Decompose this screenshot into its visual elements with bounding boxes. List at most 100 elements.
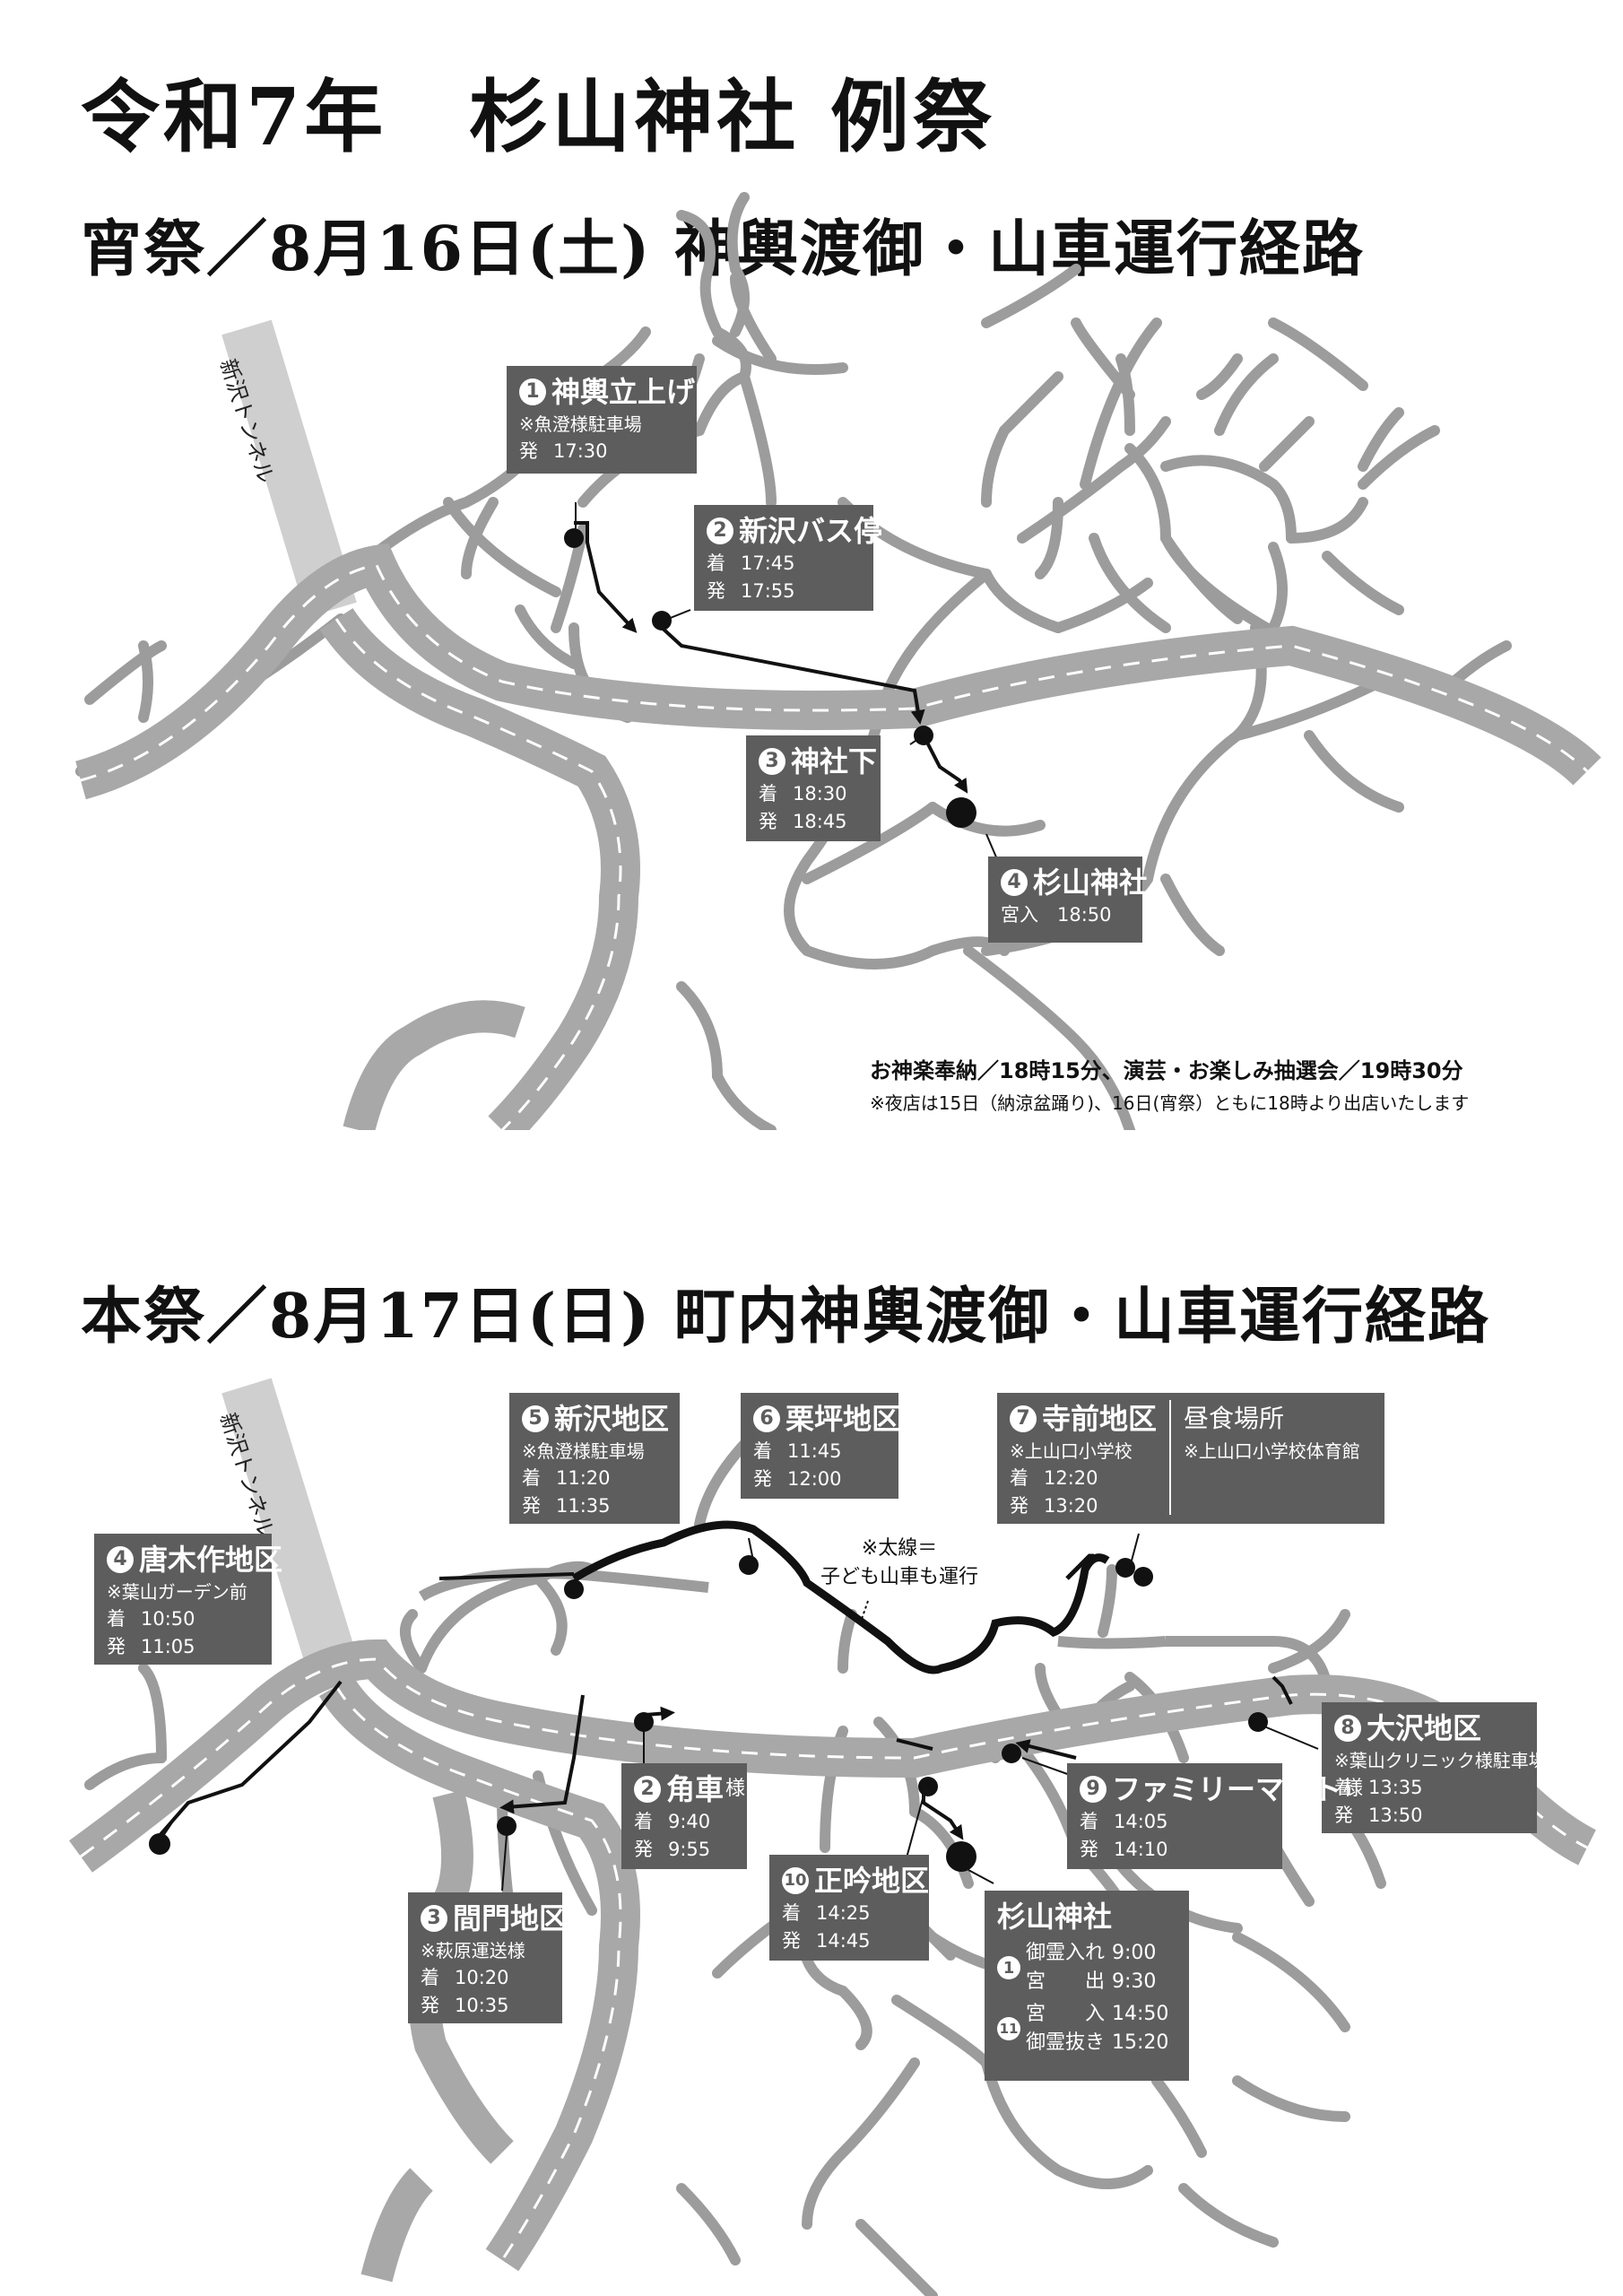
stop-6-marker [739,1555,759,1575]
shrine-name: 杉山神社 [997,1900,1113,1934]
stop-name: 神社下 [791,744,878,778]
number-badge: 9 [1080,1776,1107,1803]
stop-name: 大沢地区 [1367,1711,1482,1745]
stop-2-marker [634,1712,654,1732]
time-value: 10:50 [141,1608,195,1630]
time-label: 御霊入れ [1026,1942,1106,1964]
time-value: 14:05 [1114,1811,1168,1832]
stop-name: 新沢地区 [554,1402,670,1436]
stop-7-marker-b [1133,1567,1153,1587]
stop-name: 唐木作地区 [139,1543,283,1577]
stop-7-marker-a [1115,1558,1135,1578]
eve-footer-schedule: お神楽奉納／18時15分、演芸・お楽しみ抽選会／19時30分 [870,1058,1463,1083]
number-badge: 4 [107,1546,134,1573]
time-label: 着 [522,1467,541,1489]
eve-footer-note: ※夜店は15日（納涼盆踊り)、16日(宵祭）ともに18時より出店いたします [870,1092,1470,1114]
honorific: 様 [725,1778,746,1800]
stop-10-marker [918,1777,938,1796]
time-value: 12:20 [1044,1467,1098,1489]
time-label: 宮 出 [1026,1970,1106,1993]
time-value: 9:55 [668,1839,711,1860]
main-leaders [161,1533,1319,1892]
stop-name: 角車 [666,1772,725,1806]
time-label: 着 [1080,1811,1098,1832]
stop-8-marker [1248,1712,1268,1732]
time-label: 着 [421,1967,439,1988]
number-badge: 8 [1334,1715,1361,1742]
stop-note: ※葉山ガーデン前 [107,1581,247,1603]
stop-5-marker [564,1579,584,1599]
number-badge: 10 [782,1867,809,1894]
stop-note: ※魚澄様駐車場 [519,413,642,435]
number-badge: 1 [519,378,546,405]
main-stop-markers [149,1555,1268,1872]
stop-note: ※上山口小学校 [1010,1440,1133,1462]
time-label: 着 [107,1608,126,1630]
eve-stop-markers [564,528,976,828]
time-value: 11:45 [787,1440,842,1462]
lunch-title: 昼食場所 [1184,1404,1285,1433]
stop-note: ※葉山クリニック様駐車場 [1334,1750,1547,1771]
number-badge: 2 [634,1776,661,1803]
time-value: 13:35 [1368,1777,1423,1798]
number-badge: 5 [522,1405,549,1432]
time-value: 11:05 [141,1636,195,1657]
stop-9-marker [1002,1744,1021,1763]
number-badge: 11 [997,2017,1020,2040]
time-value: 15:20 [1112,2031,1169,2054]
time-label: 発 [1080,1839,1098,1860]
stop-note: ※萩原運送様 [421,1940,525,1961]
time-value: 14:10 [1114,1839,1168,1860]
number-badge: 1 [997,1956,1020,1979]
time-value: 17:30 [553,440,608,462]
stop-1-marker [564,528,584,548]
time-label: 着 [753,1440,772,1462]
time-label: 発 [519,440,538,462]
time-value: 14:25 [816,1902,871,1924]
time-value: 10:20 [455,1967,509,1988]
time-label: 御霊抜き [1026,2031,1106,2054]
number-badge: 3 [759,748,785,775]
time-label: 宮入 [1001,904,1038,926]
stop-note: ※魚澄様駐車場 [522,1440,645,1462]
number-badge: 6 [753,1405,780,1432]
time-value: 13:20 [1044,1495,1098,1517]
time-label: 発 [1010,1495,1028,1517]
eve-heading: 宵祭／8月16日(土) 神輿渡御・山車運行経路 [81,213,1365,285]
time-label: 着 [634,1811,653,1832]
thick-line-note-2: 子ども山車も運行 [820,1566,979,1588]
shrine-marker [946,1841,976,1872]
honorific: 様 [1343,1778,1364,1800]
page-title: 令和7年 杉山神社 例祭 [81,70,995,163]
time-label: 着 [1334,1777,1353,1798]
stop-4-marker [946,797,976,828]
time-value: 14:50 [1112,2003,1169,2025]
time-label: 発 [782,1930,801,1952]
stop-3-marker [497,1816,516,1836]
time-label: 発 [707,580,725,602]
stop-name: 杉山神社 [1033,865,1149,900]
number-badge: 3 [421,1905,447,1932]
lunch-note: ※上山口小学校体育館 [1184,1440,1360,1462]
time-value: 13:50 [1368,1805,1423,1826]
time-label: 発 [107,1636,126,1657]
number-badge: 4 [1001,869,1028,896]
time-label: 着 [759,783,777,804]
stop-2-marker [652,611,672,631]
stop-name: 神輿立上げ [551,375,696,409]
time-value: 18:45 [793,811,847,832]
time-label: 発 [421,1995,439,2016]
time-label: 発 [634,1839,653,1860]
main-road [74,543,1601,1130]
time-value: 17:45 [741,552,795,574]
